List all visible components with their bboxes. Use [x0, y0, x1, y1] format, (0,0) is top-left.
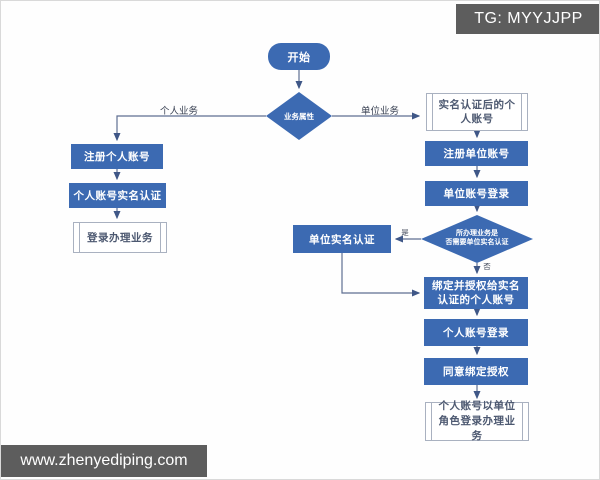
start-node: 开始 — [268, 43, 330, 70]
decision-business-type-diamond — [266, 92, 332, 140]
node-register-personal-account: 注册个人账号 — [71, 144, 163, 169]
node-authed-personal-account: 实名认证后的个人账号 — [426, 93, 528, 131]
connector-unitauth-to-bind — [341, 253, 421, 297]
node-final-login-as-unit-role: 个人账号以单位角色登录办理业务 — [425, 400, 529, 442]
node-personal-account-login: 个人账号登录 — [424, 319, 528, 346]
node-login-handle-business: 登录办理业务 — [73, 222, 167, 253]
tg-badge: TG: MYYJJPP — [456, 4, 599, 34]
node-unit-realname-auth: 单位实名认证 — [293, 225, 391, 253]
branch-label-personal: 个人业务 — [159, 106, 198, 117]
node-agree-bind-authorize: 同意绑定授权 — [424, 358, 528, 385]
edge-label-no: 否 — [483, 262, 491, 271]
connector-personal-branch — [113, 115, 266, 142]
node-register-unit-account: 注册单位账号 — [425, 141, 528, 166]
node-unit-account-login: 单位账号登录 — [425, 181, 528, 206]
node-personal-realname-auth: 个人账号实名认证 — [69, 183, 166, 208]
decision-need-unit-auth-diamond — [421, 215, 533, 263]
edge-label-yes: 是 — [401, 228, 409, 237]
branch-label-unit: 单位业务 — [360, 106, 399, 117]
watermark: www.zhenyediping.com — [1, 445, 207, 477]
node-bind-authorize: 绑定并授权给实名认证的个人账号 — [424, 277, 528, 309]
